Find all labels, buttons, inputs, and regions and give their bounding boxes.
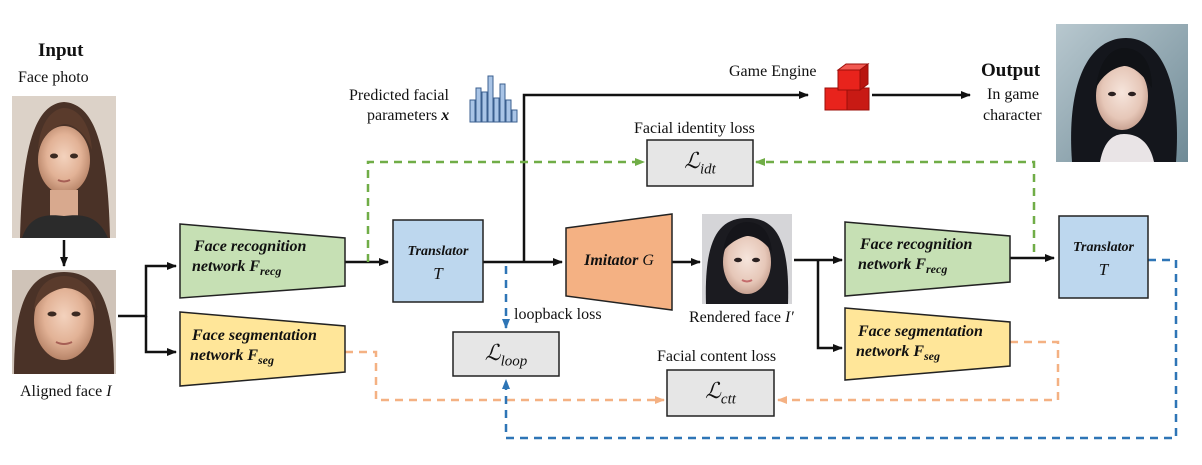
identity-loss-L: ℒ	[684, 148, 700, 173]
identity-loss-title: Facial identity loss	[634, 120, 755, 137]
face-segmentation-network-left	[179, 311, 346, 387]
recognition-left-line2: network Frecg	[192, 258, 281, 279]
aligned-face-label: Aligned face I	[20, 383, 112, 401]
content-loss-path-right	[777, 340, 1060, 404]
segmentation-right-line2: network Fseg	[856, 343, 940, 364]
face-recognition-network-right	[844, 221, 1011, 297]
segmentation-right-sub: seg	[924, 349, 941, 364]
segmentation-right-line1: Face segmentation	[858, 323, 983, 340]
loop-loss-box	[452, 331, 560, 377]
arrow-aligned-to-segmentation	[144, 316, 177, 356]
identity-loss-path-right	[755, 158, 1036, 252]
imitator-label: Imitator G	[566, 252, 672, 270]
aligned-face-text: Aligned face	[20, 383, 103, 400]
face-recognition-network-left	[179, 223, 346, 299]
imitator-text: Imitator	[584, 252, 639, 269]
arrow-params-to-engine	[522, 91, 809, 262]
segmentation-left-sub: seg	[258, 353, 275, 368]
segmentation-left-sym: F	[247, 347, 259, 364]
predicted-line1: Predicted facial	[349, 87, 449, 104]
predicted-line2-text: parameters	[367, 107, 438, 124]
predicted-line2: parameters x	[367, 107, 449, 125]
output-line2: character	[983, 107, 1042, 124]
game-engine-cubes-icon	[824, 63, 870, 111]
recognition-right-line1: Face recognition	[860, 236, 973, 253]
translator-right-title: Translator	[1073, 240, 1134, 255]
loop-loss-path-right	[502, 258, 1178, 440]
recognition-right-prefix: network	[858, 256, 912, 273]
identity-loss-box	[646, 139, 754, 187]
arrow-rendered-to-segmentation	[816, 260, 843, 352]
segmentation-left-line2: network Fseg	[190, 347, 274, 368]
loop-loss-symbol: ℒloop	[453, 340, 559, 370]
imitator-network	[565, 213, 673, 311]
recognition-right-line2: network Frecg	[858, 256, 947, 277]
recognition-left-prefix: network	[192, 258, 246, 275]
loop-loss-sub: loop	[500, 353, 528, 370]
recognition-left-line1: Face recognition	[194, 238, 307, 255]
rendered-face-symbol: I′	[784, 309, 794, 326]
predicted-symbol: x	[441, 107, 450, 124]
content-loss-sub: ctt	[720, 391, 736, 408]
identity-loss-sub: idt	[700, 161, 716, 178]
recognition-right-sub: recg	[926, 262, 948, 277]
input-subtitle: Face photo	[18, 69, 89, 86]
translator-right-symbol: T	[1098, 260, 1109, 279]
rendered-face-image	[702, 214, 792, 304]
output-line1: In game	[987, 86, 1039, 103]
content-loss-path-left	[345, 350, 665, 404]
content-loss-title: Facial content loss	[657, 348, 777, 365]
identity-loss-path-left	[366, 158, 645, 262]
segmentation-right-sym: F	[913, 343, 925, 360]
recognition-right-sym: F	[915, 256, 927, 273]
translator-left-title: Translator	[407, 244, 469, 259]
input-heading: Input	[38, 40, 84, 61]
rendered-face-label: Rendered face I′	[689, 309, 794, 327]
rendered-face-text: Rendered face	[689, 309, 781, 326]
game-engine-label: Game Engine	[729, 63, 817, 80]
content-loss-L: ℒ	[705, 378, 721, 403]
arrow-aligned-to-recognition	[118, 262, 177, 318]
recognition-left-sub: recg	[260, 264, 282, 279]
segmentation-left-line1: Face segmentation	[192, 327, 317, 344]
face-segmentation-network-right	[844, 307, 1011, 381]
content-loss-symbol: ℒctt	[667, 378, 774, 408]
parameters-histogram-icon	[469, 75, 518, 123]
aligned-face-symbol: I	[106, 383, 112, 400]
aligned-face-photo	[12, 270, 116, 374]
segmentation-right-prefix: network	[856, 343, 910, 360]
identity-loss-symbol: ℒidt	[647, 148, 753, 178]
translator-box-right	[1058, 215, 1149, 299]
output-heading: Output	[981, 60, 1041, 81]
loop-loss-L: ℒ	[484, 340, 501, 365]
output-game-character-image	[1056, 24, 1188, 162]
translator-box-left	[392, 219, 484, 303]
translator-left-symbol: T	[433, 264, 443, 283]
imitator-symbol: G	[642, 252, 654, 269]
recognition-left-sym: F	[249, 258, 261, 275]
segmentation-left-prefix: network	[190, 347, 244, 364]
content-loss-box	[666, 369, 775, 417]
input-face-photo	[12, 96, 116, 238]
loop-loss-title: loopback loss	[514, 306, 602, 323]
